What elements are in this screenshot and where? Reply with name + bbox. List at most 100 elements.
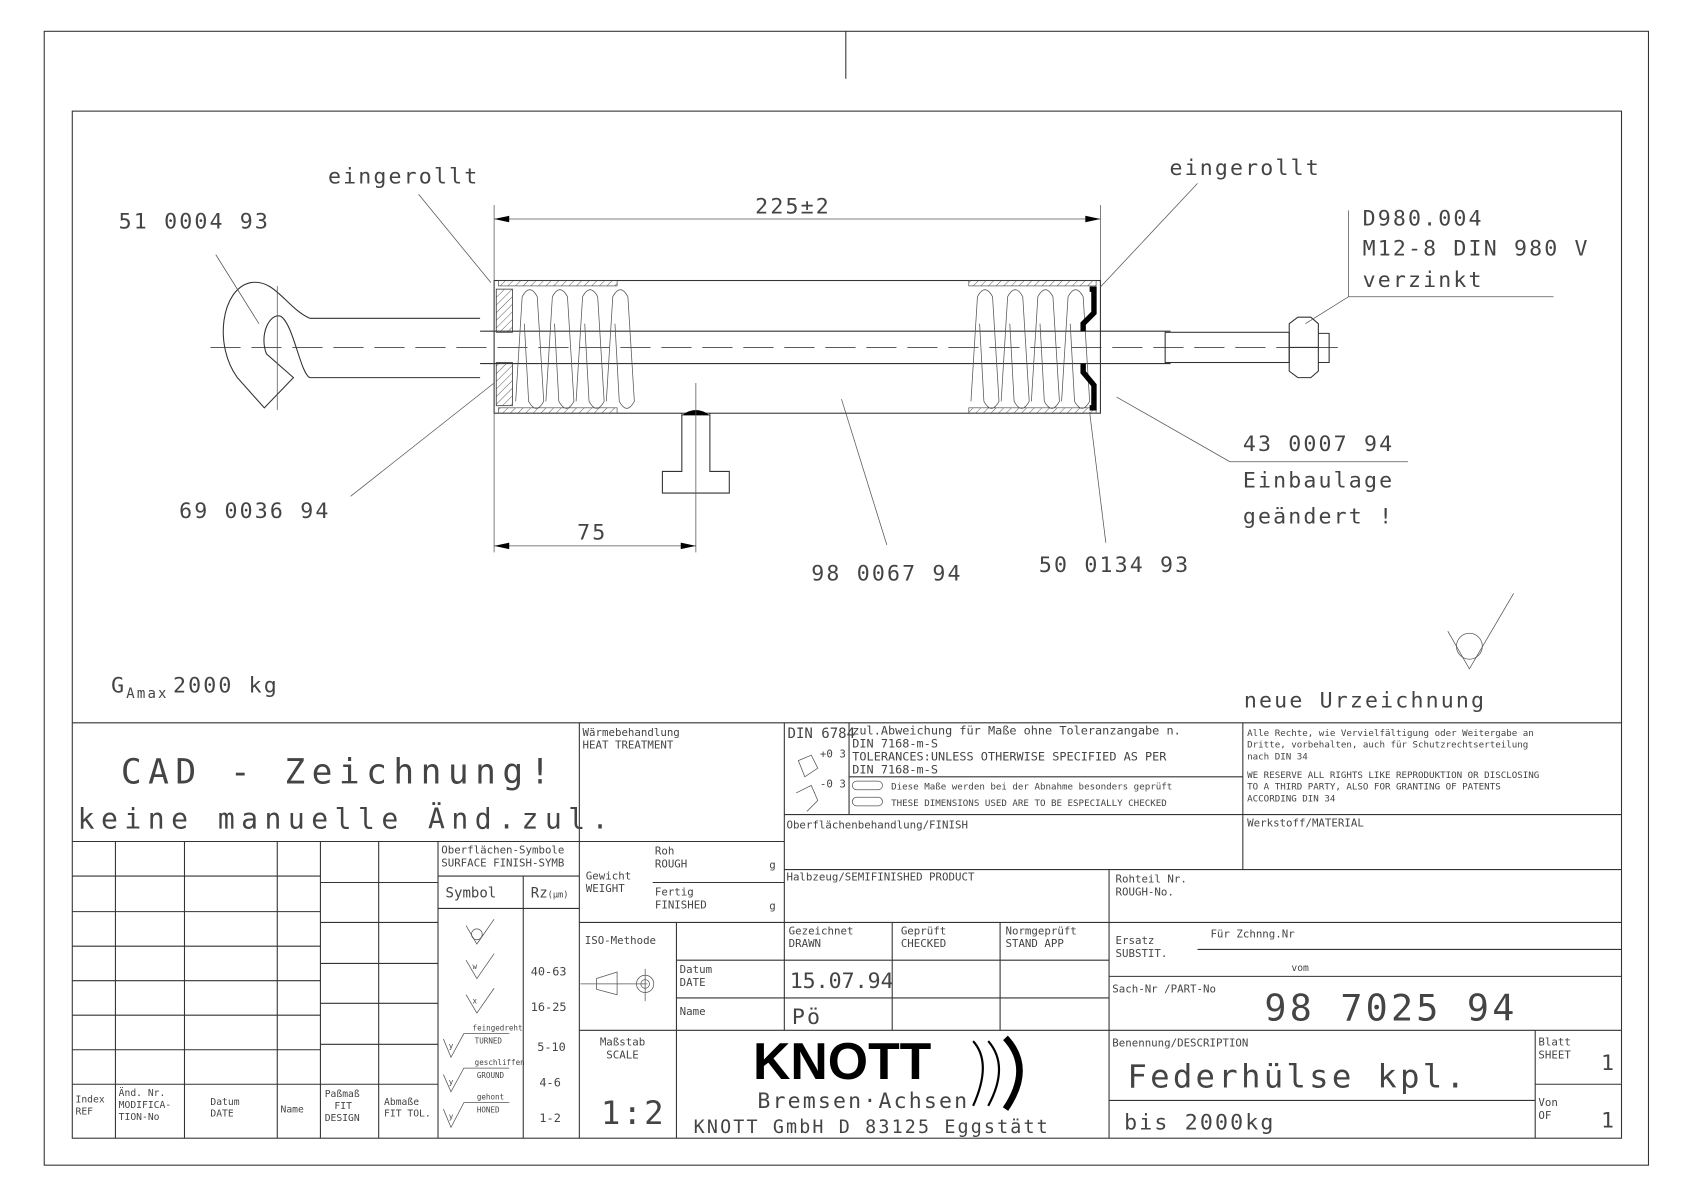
check-de: Diese Maße werden bei der Abnahme besond… <box>891 782 1172 793</box>
tube <box>493 279 1101 414</box>
nut-spec-3: verzinkt <box>1363 268 1484 293</box>
rz-value: 1-2 <box>539 1111 560 1125</box>
surface-symbols-en: SURFACE FINISH-SYMB <box>441 856 564 869</box>
spring-coil <box>1000 289 1030 409</box>
knott-logo: KNOTT <box>753 1032 932 1090</box>
spring-coil <box>970 289 1000 409</box>
threaded-end <box>1164 331 1290 364</box>
svg-text:Datum: Datum <box>210 1097 239 1108</box>
part-no-label: Sach-Nr /PART-No <box>1112 983 1216 996</box>
chamfer-icon <box>796 754 819 812</box>
hook <box>222 281 481 409</box>
svg-text:FIT: FIT <box>334 1101 352 1112</box>
svg-text:MODIFICA-: MODIFICA- <box>119 1100 172 1111</box>
part-disc: 43 0007 94 <box>1243 432 1394 457</box>
surface-finish-symbol <box>1447 593 1514 670</box>
rough-no-de: Rohteil Nr. <box>1116 873 1187 886</box>
svg-text:TION-No: TION-No <box>119 1112 160 1123</box>
spring-coil <box>1031 289 1060 409</box>
material-label: Werkstoff/MATERIAL <box>1247 816 1364 829</box>
company-address: KNOTT GmbH D 83125 Eggstätt <box>694 1117 1050 1138</box>
check-box-icon <box>851 780 883 791</box>
semifinished-label: Halbzeug/SEMIFINISHED PRODUCT <box>786 870 974 883</box>
svg-text:gehont: gehont <box>477 1092 504 1101</box>
of-de: Von <box>1538 1096 1557 1109</box>
name-label: Name <box>680 1005 706 1018</box>
svg-text:FIT TOL.: FIT TOL. <box>384 1109 431 1120</box>
finished-en: FINISHED <box>655 898 707 911</box>
seal-disc <box>1080 286 1097 411</box>
scale-value: 1:2 <box>601 1094 666 1132</box>
tol-plus: +0 3 <box>820 747 846 760</box>
inner-frame <box>71 110 1623 1139</box>
tube-hatch-right <box>968 280 1097 287</box>
svg-text:Abmaße: Abmaße <box>384 1097 419 1108</box>
svg-text:Index: Index <box>76 1095 105 1106</box>
rz-value: 40-63 <box>531 964 567 978</box>
tol-en-2: DIN 7168-m-S <box>852 763 938 777</box>
part-seal: 50 0134 93 <box>1039 553 1190 578</box>
subst-en: SUBSTIT. <box>1116 947 1168 960</box>
symbol-header: Symbol <box>446 886 497 902</box>
svg-text:HONED: HONED <box>477 1105 500 1114</box>
tube-hatch-left <box>498 280 618 287</box>
svg-text:w: w <box>473 962 478 971</box>
svg-text:Name: Name <box>281 1104 304 1115</box>
std-de: Normgeprüft <box>1005 924 1076 937</box>
svg-text:feingedreht: feingedreht <box>473 1023 523 1032</box>
rz-value: 16-25 <box>531 1000 567 1014</box>
sheet-de: Blatt <box>1538 1035 1570 1048</box>
rights-de-2: Dritte, vorbehalten, auch für Schutzrech… <box>1247 740 1528 751</box>
hex-nut <box>1288 316 1330 379</box>
description: Federhülse kpl. <box>1127 1057 1468 1095</box>
note-installation-1: Einbaulage <box>1243 469 1394 494</box>
part-tube: 98 0067 94 <box>811 561 962 586</box>
dim-length: 225±2 <box>755 195 831 220</box>
logo-arcs-icon <box>972 1040 1000 1107</box>
part-washer: 69 0036 94 <box>179 499 330 524</box>
date-value: 15.07.94 <box>790 969 894 994</box>
for-drawing: Für Zchnng.Nr <box>1210 928 1295 941</box>
std-en: STAND APP <box>1005 937 1063 950</box>
svg-text:DATE: DATE <box>210 1109 233 1120</box>
din-label: DIN 6784 <box>788 726 856 742</box>
spring-coil <box>515 289 545 409</box>
washer-left <box>495 288 513 333</box>
checked-en: CHECKED <box>901 937 946 950</box>
cad-notice: CAD - Zeichnung! <box>121 752 557 792</box>
surface-symbols-de: Oberflächen-Symbole <box>441 843 564 856</box>
dim-offset: 75 <box>577 520 607 545</box>
rights-en-1: WE RESERVE ALL RIGHTS LIKE REPRODUKTION … <box>1247 770 1539 781</box>
new-drawing-note: neue Urzeichnung <box>1244 689 1486 714</box>
sheet-value: 1 <box>1601 1051 1616 1076</box>
note-installation-2: geändert ! <box>1243 504 1394 529</box>
rz-value: 5-10 <box>537 1040 566 1054</box>
scale-de: Maßstab <box>600 1035 645 1048</box>
tol-minus: -0 3 <box>820 778 846 791</box>
drawn-en: DRAWN <box>789 937 821 950</box>
heat-treatment-en: HEAT TREATMENT <box>583 739 674 752</box>
label-rolled-left: eingerollt <box>328 164 479 189</box>
rights-de-1: Alle Rechte, wie Vervielfältigung oder W… <box>1247 728 1534 739</box>
projection-symbol-icon <box>580 968 648 1002</box>
svg-text:x: x <box>473 996 478 1005</box>
checked-de: Geprüft <box>901 924 946 937</box>
svg-text:y: y <box>449 1112 454 1121</box>
rights-en-3: ACCORDING DIN 34 <box>1247 794 1336 805</box>
sheet-en: SHEET <box>1538 1048 1571 1061</box>
rights-de-3: nach DIN 34 <box>1247 752 1308 763</box>
description-2: bis 2000kg <box>1124 1111 1275 1136</box>
spring-coil <box>1061 289 1091 409</box>
tol-en-1: TOLERANCES:UNLESS OTHERWISE SPECIFIED AS… <box>852 750 1167 764</box>
of-en: OF <box>1538 1109 1551 1122</box>
part-drawing: 225±2 75 eingerollt eingerollt 51 0004 9… <box>111 156 1587 714</box>
drawn-de: Gezeichnet <box>789 924 854 937</box>
svg-text:y: y <box>449 1077 454 1086</box>
unit-g: g <box>769 899 775 912</box>
part-hook: 51 0004 93 <box>119 210 270 235</box>
finished-de: Fertig <box>655 885 694 898</box>
svg-text:REF: REF <box>76 1106 94 1117</box>
scale-en: SCALE <box>606 1048 638 1061</box>
